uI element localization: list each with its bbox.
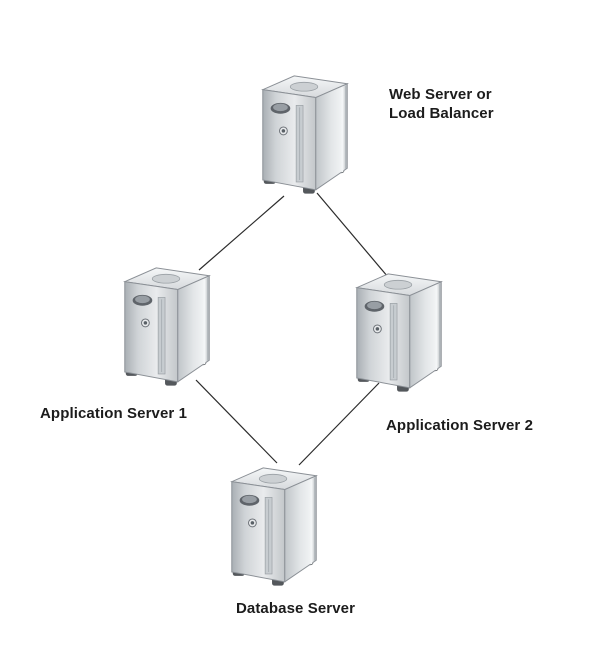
server-tower-icon [220, 450, 328, 586]
label-app-server-1: Application Server 1 [40, 405, 188, 422]
node-web-server [251, 58, 359, 194]
node-app-server-1 [113, 250, 221, 386]
label-app-server-2: Application Server 2 [386, 417, 534, 434]
node-database-server [220, 450, 328, 586]
server-tower-icon [251, 58, 359, 194]
node-app-server-2 [345, 256, 453, 392]
server-tower-icon [345, 256, 453, 392]
server-tower-icon [113, 250, 221, 386]
label-web-server: Web Server or Load Balancer [389, 86, 494, 122]
label-database-server: Database Server [235, 600, 356, 617]
